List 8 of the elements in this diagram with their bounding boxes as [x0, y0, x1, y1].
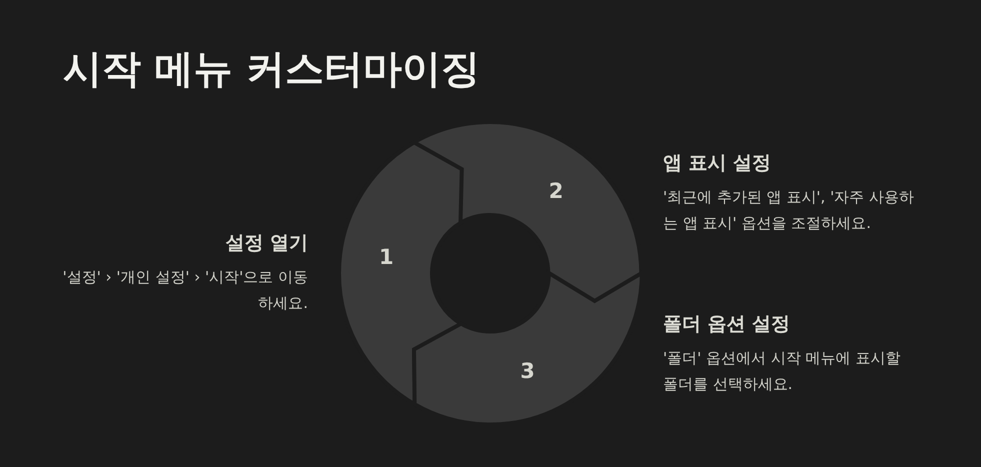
step-heading: 폴더 옵션 설정 — [663, 313, 790, 335]
title: 시작 메뉴 커스터마이징 — [63, 46, 480, 94]
step-number: 1 — [378, 244, 394, 269]
step-heading: 설정 열기 — [225, 232, 308, 254]
step-description: '최근에 추가된 앱 표시', '자주 사용하는 앱 표시' 옵션을 조절하세요. — [663, 188, 914, 232]
step-heading: 앱 표시 설정 — [663, 152, 772, 174]
step-description: '폴더' 옵션에서 시작 메뉴에 표시할 폴더를 선택하세요. — [663, 349, 900, 393]
step-description: '설정' › '개인 설정' › '시작'으로 이동하세요. — [62, 268, 308, 312]
